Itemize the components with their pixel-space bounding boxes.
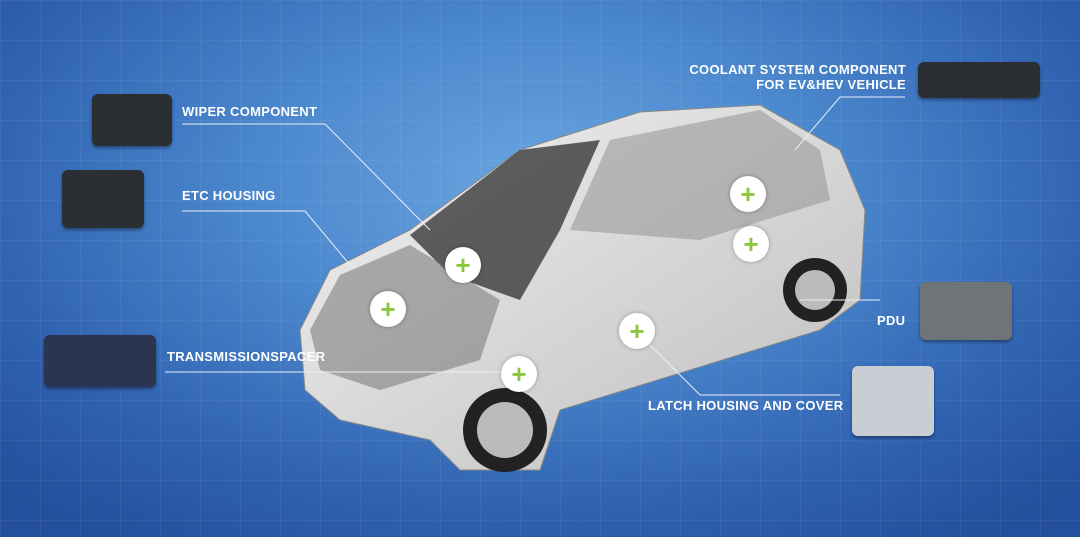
hotspot-wiper[interactable]: + bbox=[445, 247, 481, 283]
hotspot-transmission[interactable]: + bbox=[501, 356, 537, 392]
hotspot-pdu[interactable]: + bbox=[733, 226, 769, 262]
label-coolant-line1: COOLANT SYSTEM COMPONENT bbox=[689, 62, 906, 77]
label-etc-housing: ETC HOUSING bbox=[182, 188, 276, 203]
side-windows bbox=[570, 110, 830, 240]
latch-housing-image bbox=[852, 366, 934, 436]
label-transmission-spacer: TRANSMISSIONSPACER bbox=[167, 349, 326, 364]
label-latch-housing: LATCH HOUSING AND COVER bbox=[648, 398, 844, 413]
label-pdu: PDU bbox=[877, 313, 906, 328]
coolant-component-image bbox=[918, 62, 1040, 98]
callout-lines bbox=[165, 96, 905, 396]
transmission-spacer-image bbox=[44, 335, 156, 387]
wiper-component-image bbox=[92, 94, 172, 146]
hotspot-etc[interactable]: + bbox=[370, 291, 406, 327]
hotspot-latch[interactable]: + bbox=[619, 313, 655, 349]
label-coolant-line2: FOR EV&HEV VEHICLE bbox=[756, 77, 906, 92]
engine-bay bbox=[310, 245, 500, 390]
etc-housing-image bbox=[62, 170, 144, 228]
label-coolant: COOLANT SYSTEM COMPONENT FOR EV&HEV VEHI… bbox=[640, 62, 906, 92]
label-wiper-component: WIPER COMPONENT bbox=[182, 104, 318, 119]
pdu-image bbox=[920, 282, 1012, 340]
hotspot-coolant[interactable]: + bbox=[730, 176, 766, 212]
